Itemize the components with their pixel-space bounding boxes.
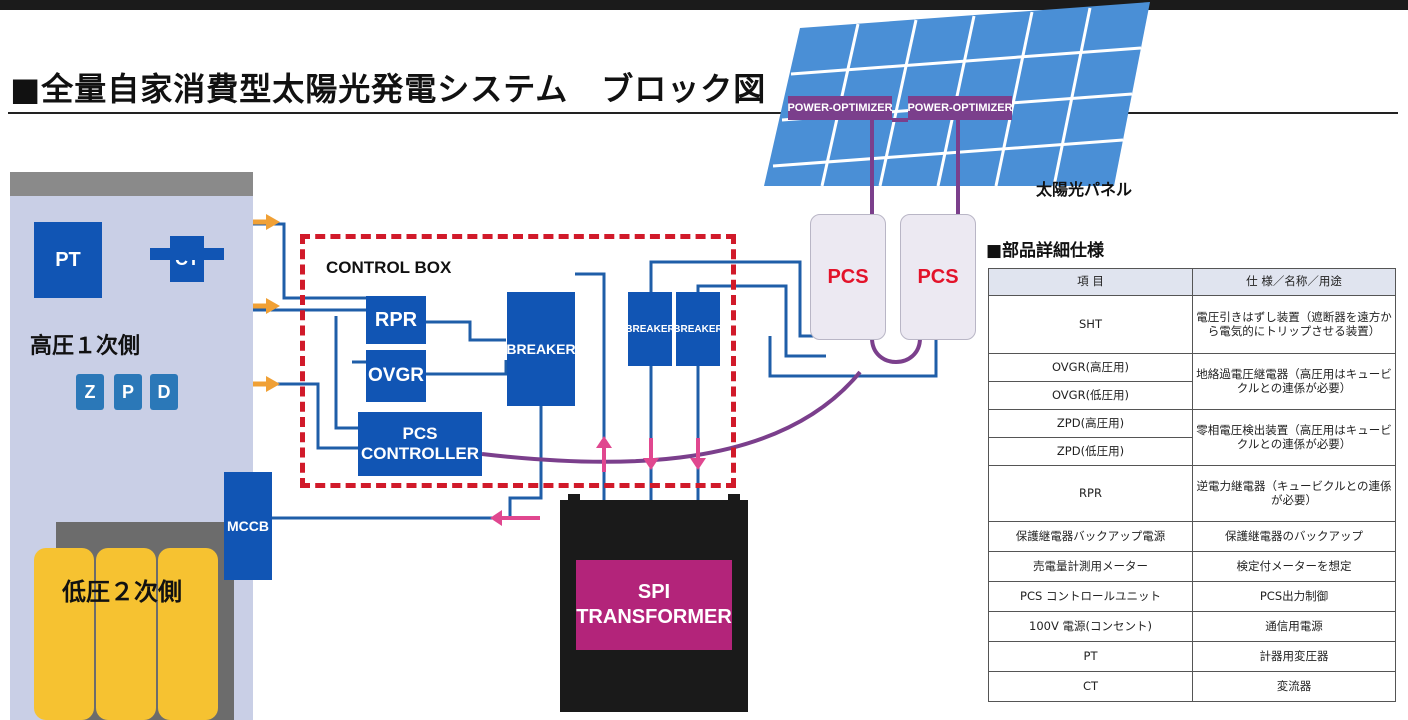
wire-breaker1-pcs (649, 260, 820, 338)
breaker-2: BREAKER (673, 292, 723, 366)
spec-value: 変流器 (1192, 671, 1396, 702)
breaker-1: BREAKER (625, 292, 675, 366)
table-row: 100V 電源(コンセント) 通信用電源 (988, 611, 1396, 642)
zpd-p: P (114, 374, 142, 410)
spec-item: OVGR(高圧用) (988, 353, 1193, 382)
top-bar (0, 0, 1408, 10)
rpr-unit: RPR (366, 296, 426, 344)
lv-coil-2 (96, 548, 156, 720)
solar-panel-label: 太陽光パネル (1036, 180, 1133, 199)
wire-breaker-mccb (272, 406, 543, 520)
pcs-controller-unit: PCS CONTROLLER (358, 412, 482, 476)
spec-item: OVGR(低圧用) (988, 381, 1193, 410)
spec-value: 零相電圧検出装置（高圧用はキュービクルとの連係が必要） (1192, 409, 1396, 466)
spec-value: 逆電力継電器（キュービクルとの連係が必要） (1192, 465, 1396, 522)
table-row: RPR 逆電力継電器（キュービクルとの連係が必要） (988, 465, 1396, 522)
ovgr-unit: OVGR (366, 350, 426, 402)
mccb-unit: MCCB (224, 472, 272, 580)
power-optimizer-2: POWER-OPTIMIZER (907, 96, 1013, 120)
spec-col-spec: 仕 様／名称／用途 (1192, 268, 1396, 296)
lv-coil-3 (158, 548, 218, 720)
wire-pcs2-return (768, 336, 938, 378)
pt-unit: PT (34, 222, 102, 298)
spec-item: ZPD(低圧用) (988, 437, 1193, 466)
spec-item: SHT (988, 295, 1193, 354)
orange-arrows (252, 214, 280, 392)
wire-breaker2-pcs (696, 284, 826, 358)
pcs-unit-1: PCS (810, 214, 886, 340)
spec-value: 通信用電源 (1192, 611, 1396, 642)
spec-value: 計器用変圧器 (1192, 641, 1396, 672)
table-row: PT 計器用変圧器 (988, 641, 1396, 672)
lv-side-label: 低圧２次側 (62, 578, 182, 606)
spec-value: 保護継電器のバックアップ (1192, 521, 1396, 552)
breaker-main: BREAKER (506, 292, 576, 406)
zpd-z: Z (76, 374, 104, 410)
wire-zpd (250, 382, 358, 450)
table-row: ZPD(高圧用) 零相電圧検出装置（高圧用はキュービクルとの連係が必要） (988, 409, 1396, 466)
control-box-label: CONTROL BOX (326, 258, 452, 277)
pcs-unit-2: PCS (900, 214, 976, 340)
control-box (300, 234, 736, 488)
power-optimizer-1: POWER-OPTIMIZER (787, 96, 893, 120)
table-row: CT 変流器 (988, 671, 1396, 702)
table-row: OVGR(高圧用) 地絡過電圧継電器（高圧用はキュービクルとの連係が必要） (988, 353, 1396, 410)
spec-item: PCS コントロールユニット (988, 581, 1193, 612)
spec-value: PCS出力制御 (1192, 581, 1396, 612)
spec-col-item: 項 目 (988, 268, 1193, 296)
table-row: ZPD(低圧用) (988, 437, 1396, 466)
title-rule (8, 112, 1398, 114)
table-row: PCS コントロールユニット PCS出力制御 (988, 581, 1396, 612)
spec-item: 保護継電器バックアップ電源 (988, 521, 1193, 552)
spec-table: 項 目 仕 様／名称／用途 SHT 電圧引きはずし装置（遮断器を遠方から電気的に… (988, 268, 1396, 702)
zpd-d: D (150, 374, 178, 410)
wire-breaker-transformer (575, 272, 606, 500)
spec-item: 100V 電源(コンセント) (988, 611, 1193, 642)
power-wires (481, 118, 960, 464)
spec-value: 地絡過電圧継電器（高圧用はキュービクルとの連係が必要） (1192, 353, 1396, 410)
pink-arrows (490, 436, 706, 526)
spec-value: 電圧引きはずし装置（遮断器を遠方から電気的にトリップさせる装置） (1192, 295, 1396, 354)
lv-coil-1 (34, 548, 94, 720)
table-row: 売電量計測用メーター 検定付メーターを想定 (988, 551, 1396, 582)
hv-side-label: 高圧１次側 (30, 334, 141, 359)
solar-panel-array (764, 2, 1150, 187)
spec-item: ZPD(高圧用) (988, 409, 1193, 438)
spec-value: 検定付メーターを想定 (1192, 551, 1396, 582)
spec-heading: ■部品詳細仕様 (986, 241, 1105, 261)
ct-crossbar (150, 248, 224, 260)
spec-item: 売電量計測用メーター (988, 551, 1193, 582)
spec-item: CT (988, 671, 1193, 702)
breaker-1-label: BREAKER (625, 323, 675, 335)
table-row: OVGR(低圧用) (988, 381, 1396, 410)
wire-pcs-controller (481, 370, 862, 464)
breaker-2-label: BREAKER (673, 323, 723, 335)
breaker-main-label: BREAKER (506, 341, 576, 357)
spec-item: RPR (988, 465, 1193, 522)
spec-item: PT (988, 641, 1193, 672)
spi-transformer-label: SPI TRANSFORMER (576, 560, 732, 650)
wire-pcs-loop (870, 337, 922, 364)
table-row: 保護継電器バックアップ電源 保護継電器のバックアップ (988, 521, 1396, 552)
wire-ovgr-breaker (426, 360, 508, 376)
diagram-title: ■全量自家消費型太陽光発電システム ブロック図 (10, 70, 767, 108)
hv-cabinet-top (10, 172, 253, 196)
table-row: SHT 電圧引きはずし装置（遮断器を遠方から電気的にトリップさせる装置） (988, 295, 1396, 354)
